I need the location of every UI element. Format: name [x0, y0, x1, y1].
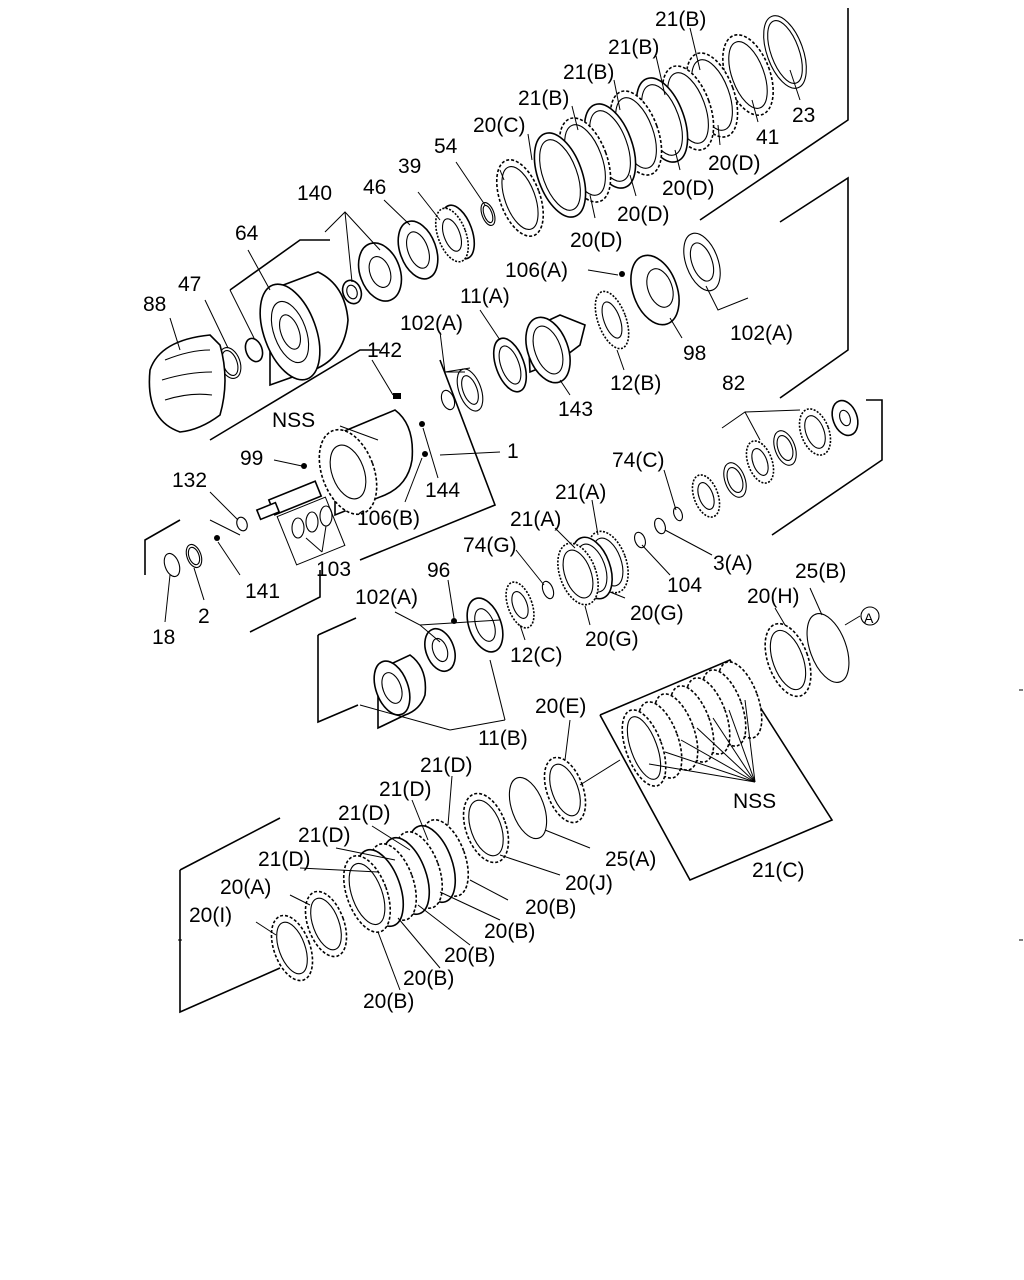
rings-20e-25a [508, 756, 587, 840]
assembly-82 [634, 399, 859, 549]
label-20i: 20(I) [189, 904, 232, 927]
label-47: 47 [178, 273, 201, 296]
label-103: 103 [316, 558, 351, 581]
label-nss: NSS [733, 790, 776, 813]
label-21a: 21(A) [555, 481, 606, 504]
label-20b: 20(B) [403, 967, 454, 990]
center-assembly [214, 393, 428, 541]
label-54: 54 [434, 135, 458, 158]
clutch-21a-20g [541, 530, 629, 606]
label-102a: 102(A) [730, 322, 793, 345]
label-21d: 21(D) [298, 824, 351, 847]
label-46: 46 [363, 176, 386, 199]
label-20a: 20(A) [220, 876, 271, 899]
label-20b: 20(B) [525, 896, 576, 919]
rings-25b-20h [764, 606, 880, 698]
middle-right-assembly [440, 232, 721, 412]
label-82: 82 [722, 372, 745, 395]
label-20d: 20(D) [708, 152, 761, 175]
label-102a: 102(A) [400, 312, 463, 335]
label-21b: 21(B) [608, 36, 659, 59]
label-21b: 21(B) [563, 61, 614, 84]
label-102a: 102(A) [355, 586, 418, 609]
label-nss: NSS [272, 409, 315, 432]
label-21b: 21(B) [655, 8, 706, 31]
label-11a: 11(A) [460, 285, 510, 308]
label-99: 99 [240, 447, 263, 470]
label-88: 88 [143, 293, 166, 316]
part-labels: 21(B) 21(B) 21(B) 21(B) 23 41 20(D) 20(D… [143, 8, 874, 1013]
label-21a: 21(A) [510, 508, 561, 531]
frame-lines [144, 8, 1023, 1014]
label-20d: 20(D) [617, 203, 670, 226]
label-143: 143 [558, 398, 593, 421]
label-1: 1 [507, 440, 519, 463]
label-2: 2 [198, 605, 210, 628]
label-20d: 20(D) [662, 177, 715, 200]
label-20g: 20(G) [585, 628, 639, 651]
label-140: 140 [297, 182, 332, 205]
label-144: 144 [425, 479, 460, 502]
label-41: 41 [756, 126, 779, 149]
label-142: 142 [367, 339, 402, 362]
label-23: 23 [792, 104, 815, 127]
label-74g: 74(G) [463, 534, 517, 557]
label-21d: 21(D) [258, 848, 311, 871]
label-20e: 20(E) [535, 695, 586, 718]
label-74c: 74(C) [612, 449, 665, 472]
label-callout-a: A [864, 610, 874, 626]
label-96: 96 [427, 559, 450, 582]
label-141: 141 [245, 580, 280, 603]
label-106a: 106(A) [505, 259, 568, 282]
lower-bearing-assembly [373, 581, 535, 730]
label-20j: 20(J) [565, 872, 613, 895]
bottom-clutch-pack [270, 792, 510, 982]
clutch-pack-21c [621, 661, 763, 787]
leader-lines [164, 27, 861, 991]
label-21d: 21(D) [338, 802, 391, 825]
label-106b: 106(B) [357, 507, 420, 530]
label-25a: 25(A) [605, 848, 656, 871]
label-20g: 20(G) [630, 602, 684, 625]
rings-18-2 [163, 543, 203, 578]
label-104: 104 [667, 574, 702, 597]
label-21b: 21(B) [518, 87, 569, 110]
label-21c: 21(C) [752, 859, 805, 882]
label-64: 64 [235, 222, 259, 245]
label-12c: 12(C) [510, 644, 563, 667]
label-20c: 20(C) [473, 114, 526, 137]
label-98: 98 [683, 342, 706, 365]
label-11b: 11(B) [478, 727, 528, 750]
label-20h: 20(H) [747, 585, 800, 608]
label-20b: 20(B) [363, 990, 414, 1013]
top-clutch-pack [480, 15, 807, 238]
label-20b: 20(B) [444, 944, 495, 967]
label-21d: 21(D) [420, 754, 473, 777]
label-18: 18 [152, 626, 175, 649]
label-12b: 12(B) [610, 372, 661, 395]
label-3a: 3(A) [713, 552, 753, 575]
label-132: 132 [172, 469, 207, 492]
label-39: 39 [398, 155, 421, 178]
label-20d: 20(D) [570, 229, 623, 252]
label-20b: 20(B) [484, 920, 535, 943]
upper-assembly [148, 204, 476, 433]
label-21d: 21(D) [379, 778, 432, 801]
label-25b: 25(B) [795, 560, 846, 583]
